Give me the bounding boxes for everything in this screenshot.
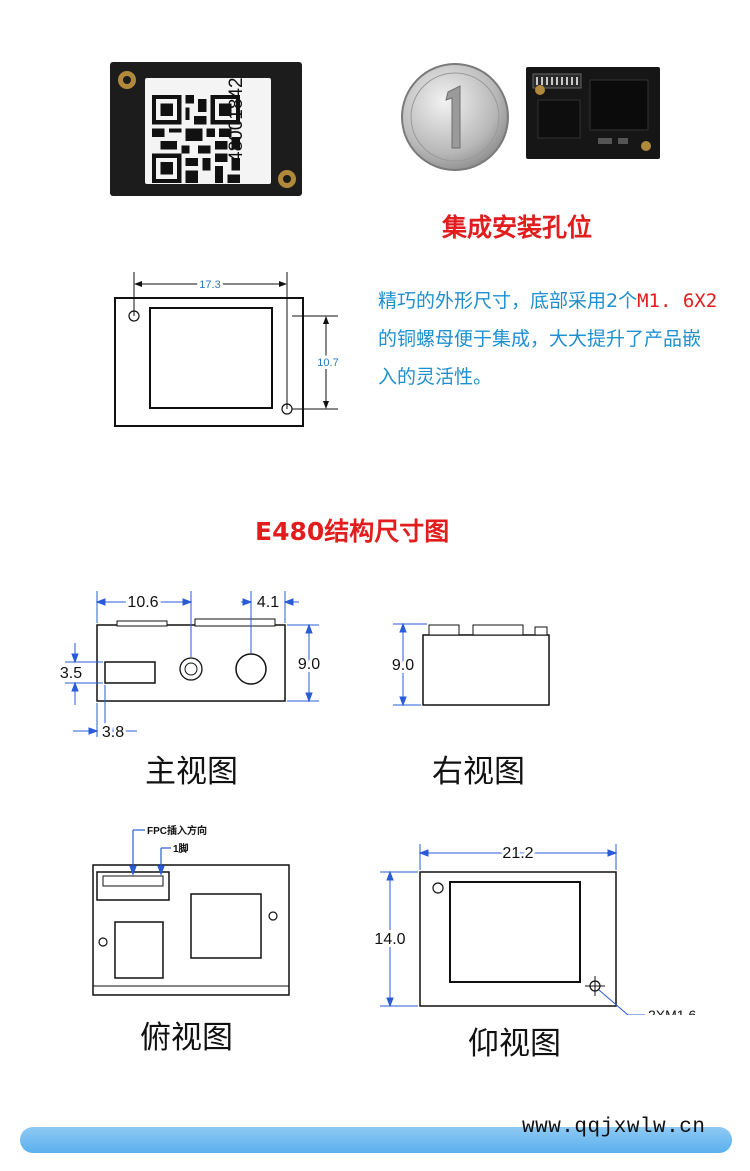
qr-code-icon	[152, 95, 240, 183]
serial-number-text: 48001842	[226, 77, 247, 162]
front-view-drawing: 10.6 4.1 9.0 3.5 3.8	[57, 591, 323, 744]
pin1-note: 1脚	[173, 842, 189, 855]
top-view-drawing: FPC插入方向 1脚	[92, 824, 290, 996]
website-url[interactable]: www.qqjxwlw.cn	[522, 1116, 706, 1139]
front-dim-3-8: 3.8	[102, 724, 124, 741]
desc-text-after: 的铜螺母便于集成，大大提升了产品嵌入的灵活性。	[378, 328, 702, 388]
module-photo-graphic	[118, 71, 296, 188]
front-dim-9-0: 9.0	[298, 656, 320, 673]
install-holes-title: 集成安装孔位	[442, 213, 593, 242]
top-view-caption: 俯视图	[140, 1020, 233, 1056]
pcb-board-icon	[526, 67, 660, 159]
dim-width-17-3: 17.3	[199, 279, 220, 291]
front-dim-3-5: 3.5	[60, 665, 82, 682]
install-description: 精巧的外形尺寸，底部采用2个M1. 6X2 的铜螺母便于集成，大大提升了产品嵌入的…	[378, 282, 718, 396]
bottom-view-drawing: 21.2 14.0 2XM1.6	[371, 842, 696, 1015]
install-outline-drawing: 17.3 10.7	[114, 272, 342, 427]
bottom-view-caption: 仰视图	[468, 1026, 561, 1062]
footer-bar	[20, 1127, 732, 1153]
front-view-caption: 主视图	[145, 754, 238, 790]
fpc-direction-note: FPC插入方向	[147, 824, 207, 837]
desc-highlight-screw-spec: M1. 6X2	[637, 290, 718, 312]
right-dim-9-0: 9.0	[392, 657, 414, 674]
right-view-drawing: 9.0	[389, 622, 550, 707]
structure-dimensions-title: E480结构尺寸图	[255, 517, 450, 546]
mount-hole-spec-note: 2XM1.6	[648, 1007, 696, 1015]
bottom-dim-14-0: 14.0	[374, 931, 405, 948]
coin-size-comparison-photo	[401, 63, 660, 171]
front-dim-4-1: 4.1	[257, 594, 279, 611]
dim-height-10-7: 10.7	[317, 357, 338, 369]
right-view-caption: 右视图	[432, 754, 525, 790]
desc-text-before: 精巧的外形尺寸，底部采用2个	[378, 290, 638, 312]
front-dim-10-6: 10.6	[127, 594, 158, 611]
bottom-dim-21-2: 21.2	[502, 845, 533, 862]
coin-icon	[401, 63, 509, 171]
serial-number-label: 48001842	[226, 77, 286, 162]
